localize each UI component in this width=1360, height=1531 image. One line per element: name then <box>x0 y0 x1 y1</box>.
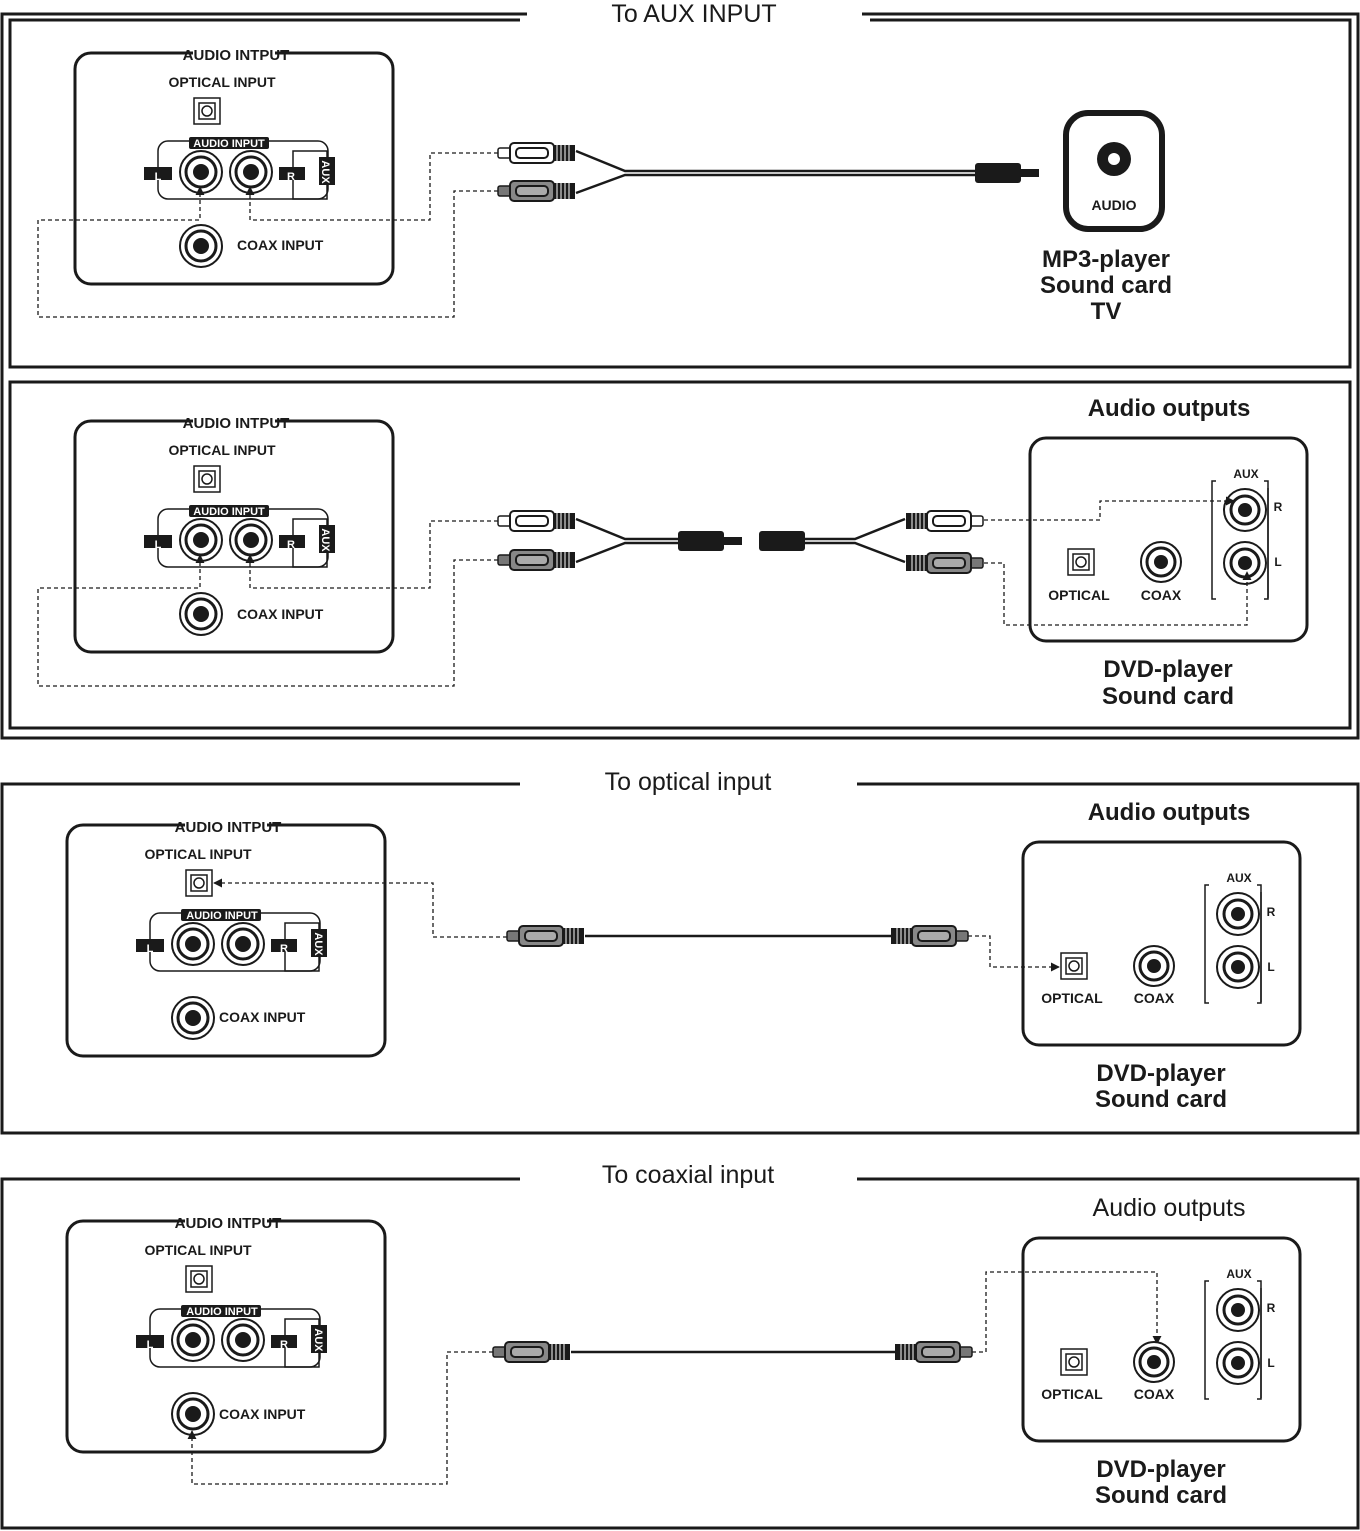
panel-title: AUDIO INTPUT <box>183 47 290 64</box>
source-name-1: DVD-player <box>1096 1456 1225 1483</box>
outputs-title: Audio outputs <box>1093 1194 1246 1222</box>
optical-input-label: OPTICAL INPUT <box>168 442 276 458</box>
out-l-label: L <box>1274 555 1281 569</box>
section-aux-dvd: AUDIO INTPUT OPTICAL INPUT AUDIO INPUT L… <box>8 380 1352 730</box>
rca-plug-red <box>497 180 576 202</box>
right-label: R <box>287 539 295 551</box>
section-title: To coaxial input <box>602 1161 774 1189</box>
optical-input-label: OPTICAL INPUT <box>144 1242 252 1258</box>
y-cable <box>575 149 975 195</box>
signal-path-optical-in <box>213 878 507 938</box>
frame <box>0 1177 1360 1530</box>
out-optical-label: OPTICAL <box>1048 587 1110 603</box>
out-aux-label: AUX <box>1226 871 1251 885</box>
section-title: To AUX INPUT <box>611 0 776 28</box>
source-name-3: TV <box>1091 298 1122 325</box>
coax-input-label: COAX INPUT <box>219 1009 306 1025</box>
out-r-label: R <box>1267 1301 1276 1315</box>
panel-title: AUDIO INTPUT <box>175 1215 282 1232</box>
section-coaxial: To coaxial input AUDIO INTPUT OPTICAL IN… <box>0 1161 1360 1530</box>
right-label: R <box>280 1339 288 1351</box>
out-coax-label: COAX <box>1134 1386 1175 1402</box>
coax-input-label: COAX INPUT <box>237 237 324 253</box>
y-cable-right <box>805 517 906 564</box>
right-label: R <box>280 943 288 955</box>
coax-input-label: COAX INPUT <box>237 606 324 622</box>
audio-input-label: AUDIO INPUT <box>186 910 258 922</box>
audio-input-label: AUDIO INPUT <box>186 1306 258 1318</box>
out-l-label: L <box>1267 960 1274 974</box>
outer-frame <box>0 12 1360 740</box>
aux-label: AUX <box>319 528 331 552</box>
source-name-2: Sound card <box>1095 1086 1227 1113</box>
optical-input-label: OPTICAL INPUT <box>168 74 276 90</box>
panel-title: AUDIO INTPUT <box>183 415 290 432</box>
audio-input-label: AUDIO INPUT <box>193 138 265 150</box>
source-name-1: DVD-player <box>1096 1060 1225 1087</box>
left-label: L <box>147 943 154 955</box>
right-label: R <box>287 171 295 183</box>
signal-path-out-r <box>984 496 1235 521</box>
audio-input-label: AUDIO INPUT <box>193 506 265 518</box>
source-name-1: MP3-player <box>1042 246 1170 273</box>
source-name-2: Sound card <box>1040 272 1172 299</box>
source-output-panel <box>1028 436 1309 643</box>
out-l-label: L <box>1267 1356 1274 1370</box>
aux-label: AUX <box>312 1328 324 1352</box>
rca-plug-red <box>497 549 576 571</box>
signal-path-left <box>37 554 498 687</box>
out-coax-label: COAX <box>1134 990 1175 1006</box>
signal-path-left <box>37 186 498 318</box>
source-output-panel <box>1021 840 1302 1047</box>
section-aux-mp3: To AUX INPUT AUDIO INTPUT OPTICAL INPUT … <box>0 0 1360 740</box>
outputs-title: Audio outputs <box>1088 799 1251 826</box>
frame <box>0 782 1360 1135</box>
section-optical: To optical input AUDIO INTPUT OPTICAL IN… <box>0 768 1360 1135</box>
aux-label: AUX <box>319 160 331 184</box>
rca-plug-white <box>497 142 576 164</box>
signal-path-right <box>245 152 498 221</box>
signal-path-coax-out <box>972 1271 1162 1353</box>
out-coax-label: COAX <box>1141 587 1182 603</box>
source-name-2: Sound card <box>1095 1482 1227 1509</box>
source-output-panel <box>1021 1236 1302 1443</box>
section-title: To optical input <box>605 768 772 796</box>
out-aux-label: AUX <box>1226 1267 1251 1281</box>
signal-path-right <box>245 520 498 589</box>
outputs-title: Audio outputs <box>1088 395 1251 422</box>
inner-frame <box>8 18 1352 369</box>
coax-plug-left <box>492 1341 571 1363</box>
inner-frame <box>8 380 1352 730</box>
source-name-1: DVD-player <box>1103 656 1232 683</box>
source-jack-label: AUDIO <box>1091 197 1136 213</box>
out-aux-label: AUX <box>1233 467 1258 481</box>
optical-plug-left <box>506 925 585 947</box>
out-r-label: R <box>1274 500 1283 514</box>
signal-path-out-l <box>984 562 1252 626</box>
optical-input-label: OPTICAL INPUT <box>144 846 252 862</box>
aux-label: AUX <box>312 932 324 956</box>
jack-socket <box>759 531 805 551</box>
y-cable-left <box>575 517 680 564</box>
left-label: L <box>147 1339 154 1351</box>
signal-path-coax-in <box>187 1351 493 1485</box>
out-optical-label: OPTICAL <box>1041 1386 1103 1402</box>
coax-input-label: COAX INPUT <box>219 1406 306 1422</box>
out-r-label: R <box>1267 905 1276 919</box>
source-name-2: Sound card <box>1102 683 1234 710</box>
out-optical-label: OPTICAL <box>1041 990 1103 1006</box>
panel-title: AUDIO INTPUT <box>175 819 282 836</box>
left-label: L <box>155 539 162 551</box>
signal-path-optical-out <box>968 935 1060 972</box>
rca-plug-white <box>497 510 576 532</box>
left-label: L <box>155 171 162 183</box>
